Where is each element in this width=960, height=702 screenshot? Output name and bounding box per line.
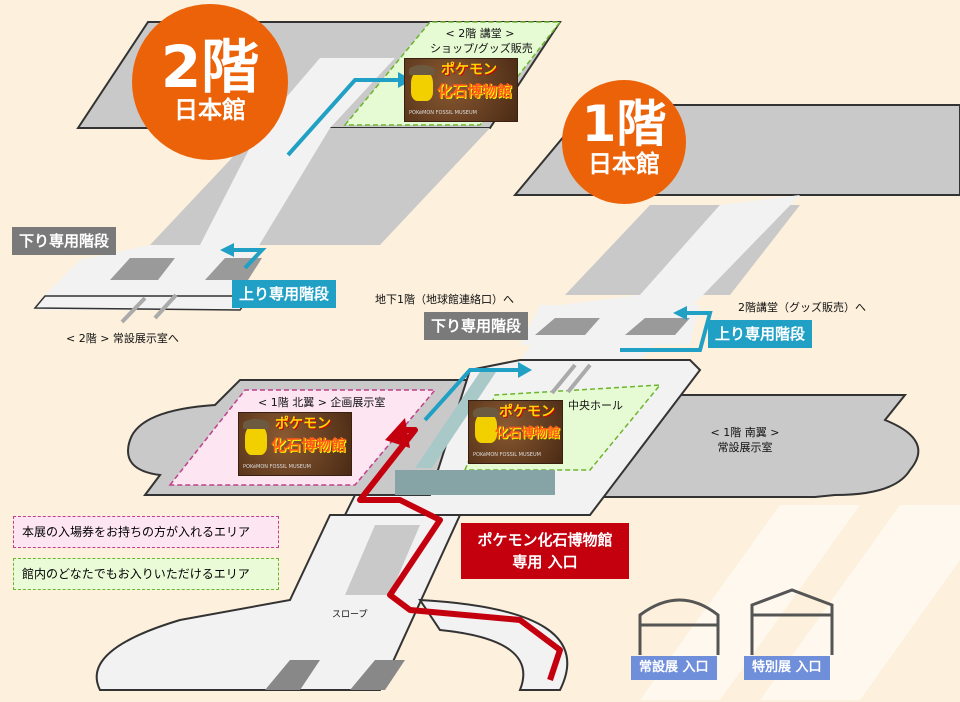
floor2-down-stairwell xyxy=(110,258,175,280)
floor2-blue-route xyxy=(286,78,400,157)
light-band xyxy=(760,505,960,700)
museum-logo: ポケモン 化石博物館 POKéMON FOSSIL MUSEUM xyxy=(404,58,518,122)
pikachu-icon xyxy=(409,65,435,101)
central-hall-label: 中央ホール xyxy=(568,399,623,412)
north-wing-label: < 1階 北翼 > 企画展示室 xyxy=(258,396,386,409)
stairs-right xyxy=(350,660,405,690)
floor2-hall-subtitle: ショップ/グッズ販売 xyxy=(430,42,533,55)
floor1-toilet-block xyxy=(565,205,720,295)
legend-free-area: 館内のどなたでもお入りいただけるエリア xyxy=(13,558,279,590)
museum-logo: ポケモン 化石博物館 POKéMON FOSSIL MUSEUM xyxy=(238,412,352,476)
arrow-up-icon xyxy=(566,363,592,394)
floor1-blue-route-up xyxy=(620,311,713,352)
floor1-building-name: 日本館 xyxy=(588,150,660,178)
floor2-to-permanent-label[interactable]: < 2階 > 常設展示室へ xyxy=(66,332,179,345)
stairs-left xyxy=(265,660,320,690)
logo-line2: 化石博物館 xyxy=(495,426,561,441)
floor2-down-stairs-tag: 下り専用階段 xyxy=(12,227,117,255)
to-basement-label[interactable]: 地下1階（地球館連絡口）へ xyxy=(375,293,514,306)
legend-ticket-area: 本展の入場券をお持ちの方が入れるエリア xyxy=(13,516,279,548)
entrance-approach xyxy=(418,598,569,691)
arrow-down-icon xyxy=(550,363,577,395)
entrance-route xyxy=(357,427,563,681)
floor2-badge: 2階 日本館 xyxy=(132,4,288,160)
floor1-down-stairwell xyxy=(535,318,600,335)
logo-line2: 化石博物館 xyxy=(437,82,513,100)
entrance-line1: ポケモン化石博物館 xyxy=(477,531,613,549)
slope-label: スロープ xyxy=(332,610,368,620)
central-wall-front xyxy=(395,470,555,495)
floor1-badge: 1階 日本館 xyxy=(562,80,686,204)
floor2-corridor xyxy=(40,58,395,310)
special-gate-label[interactable]: 特別展 入口 xyxy=(744,656,830,680)
logo-line1: ポケモン xyxy=(441,62,497,78)
floor2-hall-label: < 2階 講堂 > ショップ/グッズ販売 xyxy=(430,26,533,56)
floor2-up-stairs-tag: 上り専用階段 xyxy=(232,280,337,308)
arrow-up-left-icon xyxy=(385,418,410,448)
pikachu-icon xyxy=(473,407,499,443)
permanent-gate-label[interactable]: 常設展 入口 xyxy=(631,656,717,680)
arrow-down-icon xyxy=(120,296,147,324)
logo-line3: POKéMON FOSSIL MUSEUM xyxy=(243,464,311,470)
logo-line3: POKéMON FOSSIL MUSEUM xyxy=(473,452,541,458)
permanent-gate-icon xyxy=(638,598,720,655)
south-wing-subtitle: 常設展示室 xyxy=(717,441,773,454)
floor2-number: 2階 xyxy=(160,33,260,101)
light-band xyxy=(640,505,860,700)
to-2f-hall-label[interactable]: 2階講堂（グッズ販売）へ xyxy=(738,301,866,314)
pikachu-icon xyxy=(243,419,269,455)
central-wall xyxy=(415,372,496,468)
arrow-left-icon xyxy=(673,306,687,320)
floor1-up-stairs-tag: 上り専用階段 xyxy=(708,320,813,348)
logo-line3: POKéMON FOSSIL MUSEUM xyxy=(409,110,477,116)
museum-logo: ポケモン 化石博物館 POKéMON FOSSIL MUSEUM xyxy=(468,400,563,464)
logo-line1: ポケモン xyxy=(499,404,555,420)
special-gate-icon xyxy=(750,588,834,655)
floor1-up-stairwell xyxy=(625,318,690,335)
floor2-blue-route-up xyxy=(232,248,267,270)
floor2-hall-title: < 2階 講堂 > xyxy=(445,27,515,40)
south-wing-label: < 1階 南翼 > 常設展示室 xyxy=(700,425,790,455)
logo-line1: ポケモン xyxy=(275,416,331,432)
logo-line2: 化石博物館 xyxy=(271,436,347,454)
south-wing-title: < 1階 南翼 > xyxy=(710,426,780,439)
south-wing xyxy=(593,394,920,498)
floor1-blue-route xyxy=(423,368,520,422)
floor1-number: 1階 xyxy=(581,95,667,153)
floor2-building-name: 日本館 xyxy=(174,96,246,124)
entrance-line2: 専用 入口 xyxy=(512,553,578,571)
museum-entrance-label[interactable]: ポケモン化石博物館 専用 入口 xyxy=(461,523,629,579)
floor2-elevator-block xyxy=(220,128,490,245)
arrow-up-icon xyxy=(153,293,178,320)
arrow-left-icon xyxy=(220,243,234,257)
floor1-elevator-lower xyxy=(345,525,420,595)
floor1-down-stairs-tag: 下り専用階段 xyxy=(424,312,529,340)
arrow-right-icon xyxy=(518,362,532,378)
